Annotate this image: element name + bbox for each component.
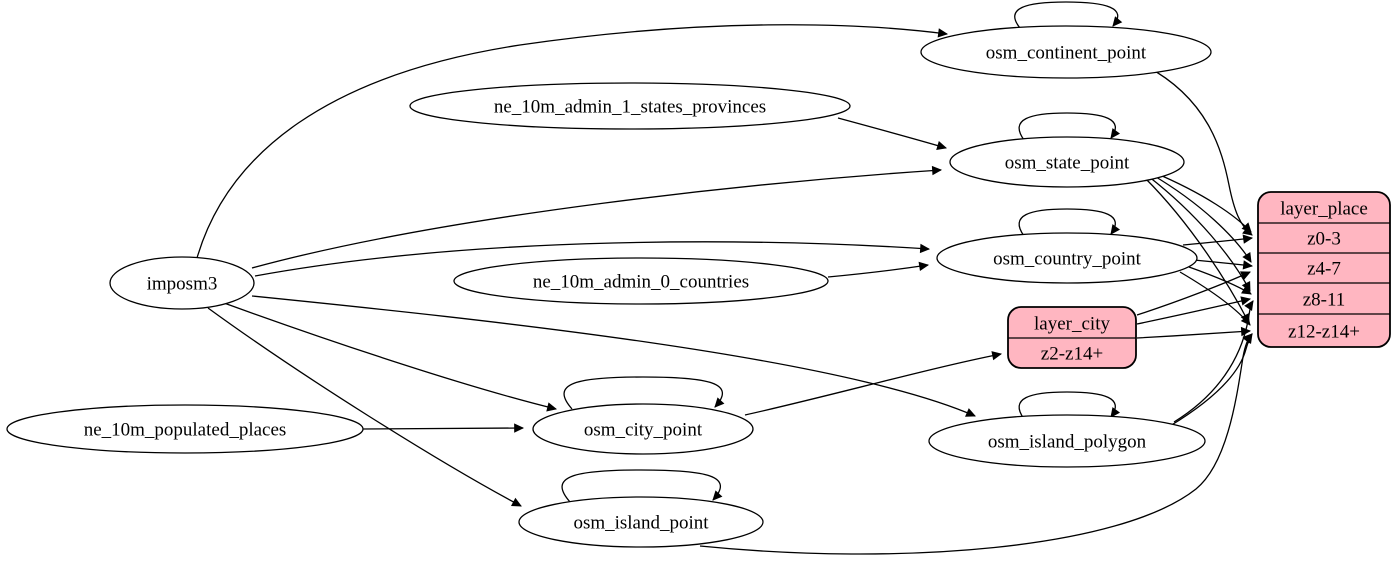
edge-osm_state_point-layer_place-z4-7 [1150,173,1252,263]
edge-layer_city-layer_place-z12-z14 [1136,326,1252,339]
node-osm_island_point: osm_island_point [518,496,764,548]
node-osm_island_point-label: osm_island_point [573,512,709,533]
node-osm_city_point: osm_city_point [532,403,754,455]
node-ne_10m_admin_1_states_provinces-label: ne_10m_admin_1_states_provinces [494,96,766,117]
edge-ne_10m_populated_places-osm_city_point [362,423,525,433]
edge-osm_island_polygon-self [1018,391,1121,420]
node-osm_state_point-shape [949,136,1185,188]
record-layer_place-row-z0-3: z0-3 [1307,228,1341,249]
node-ne_10m_admin_1_states_provinces: ne_10m_admin_1_states_provinces [409,82,851,130]
node-imposm3-shape [109,256,255,310]
edge-layer [196,1,1254,555]
record-layer_place-row-z4-7: z4-7 [1307,258,1341,279]
node-osm_country_point-shape [936,232,1198,284]
record-layer_city: layer_city z2-z14+ [1007,306,1137,369]
edge-imposm3-osm_country_point [254,241,931,277]
edge-osm_city_point-layer_city-z2-z14 [744,351,1003,416]
node-osm_city_point-shape [532,403,754,455]
edge-osm_city_point-self [563,376,725,410]
record-layer_place-box [1257,191,1391,348]
edge-imposm3-osm_continent_point [196,24,949,259]
node-osm_island_polygon: osm_island_polygon [928,414,1206,468]
edge-osm_country_point-layer_place-z4-7 [1193,259,1254,270]
node-osm_continent_point: osm_continent_point [920,25,1212,79]
edge-osm_state_point-layer_place-z0-3 [1152,171,1252,233]
node-ne_10m_admin_0_countries-label: ne_10m_admin_0_countries [533,271,749,292]
node-ne_10m_admin_0_countries-shape [453,257,829,305]
edge-osm_country_point-layer_place-z0-3 [1182,234,1254,246]
edge-osm_island_point-layer_place-z12-z14 [699,333,1253,555]
record-layer_place: layer_place z0-3 z4-7 z8-11 z12-z14+ [1257,191,1391,348]
edge-imposm3-osm_state_point [251,165,943,269]
record-layer_place-title: layer_place [1280,198,1368,219]
record-layer_place-row-z8-11: z8-11 [1303,289,1346,310]
edge-layer_city-layer_place-z8-11 [1136,296,1252,325]
edge-imposm3-osm_island_point [207,307,522,507]
node-osm_island_polygon-shape [928,414,1206,468]
node-ne_10m_admin_1_states_provinces-shape [409,82,851,130]
edge-ne_10m_admin_1_states_provinces-osm_state_point [837,117,947,150]
node-osm_city_point-label: osm_city_point [584,419,703,440]
node-osm_island_point-shape [518,496,764,548]
node-imposm3: imposm3 [109,256,255,310]
node-ne_10m_admin_0_countries: ne_10m_admin_0_countries [453,257,829,305]
edge-osm_country_point-self [1018,208,1121,237]
edge-osm_country_point-layer_place-z12-z14 [1179,271,1251,326]
edge-osm_state_point-layer_place-z12-z14 [1144,177,1250,324]
edge-osm_state_point-self [1018,112,1121,141]
edge-ne_10m_admin_0_countries-osm_country_point [827,261,930,278]
node-osm_continent_point-label: osm_continent_point [986,42,1147,63]
record-layer_place-row-z12-z14: z12-z14+ [1288,321,1360,342]
edge-osm_country_point-layer_place-z8-11 [1188,266,1252,295]
node-ne_10m_populated_places-shape [6,404,364,454]
edge-osm_continent_point-self [1014,1,1123,29]
edge-osm_continent_point-layer_place-z0-3 [1145,65,1253,236]
node-ne_10m_populated_places: ne_10m_populated_places [6,404,364,454]
node-osm_country_point-label: osm_country_point [993,248,1141,269]
node-osm_state_point-label: osm_state_point [1005,152,1130,173]
node-ne_10m_populated_places-label: ne_10m_populated_places [84,419,287,440]
node-imposm3-label: imposm3 [147,273,218,294]
edge-imposm3-osm_city_point [223,302,558,412]
record-layer_city-row-z2-z14: z2-z14+ [1041,343,1103,364]
edge-imposm3-osm_island_polygon [251,295,976,417]
edge-osm_island_polygon-layer_place-z8-11 [1173,300,1254,423]
node-osm_state_point: osm_state_point [949,136,1185,188]
node-osm_country_point: osm_country_point [936,232,1198,284]
edge-osm_island_point-self [561,469,723,503]
edge-layer_city-layer_place-z4-7 [1136,271,1251,316]
record-layer_city-title: layer_city [1034,313,1110,334]
node-osm_island_polygon-label: osm_island_polygon [988,431,1147,452]
node-osm_continent_point-shape [920,25,1212,79]
